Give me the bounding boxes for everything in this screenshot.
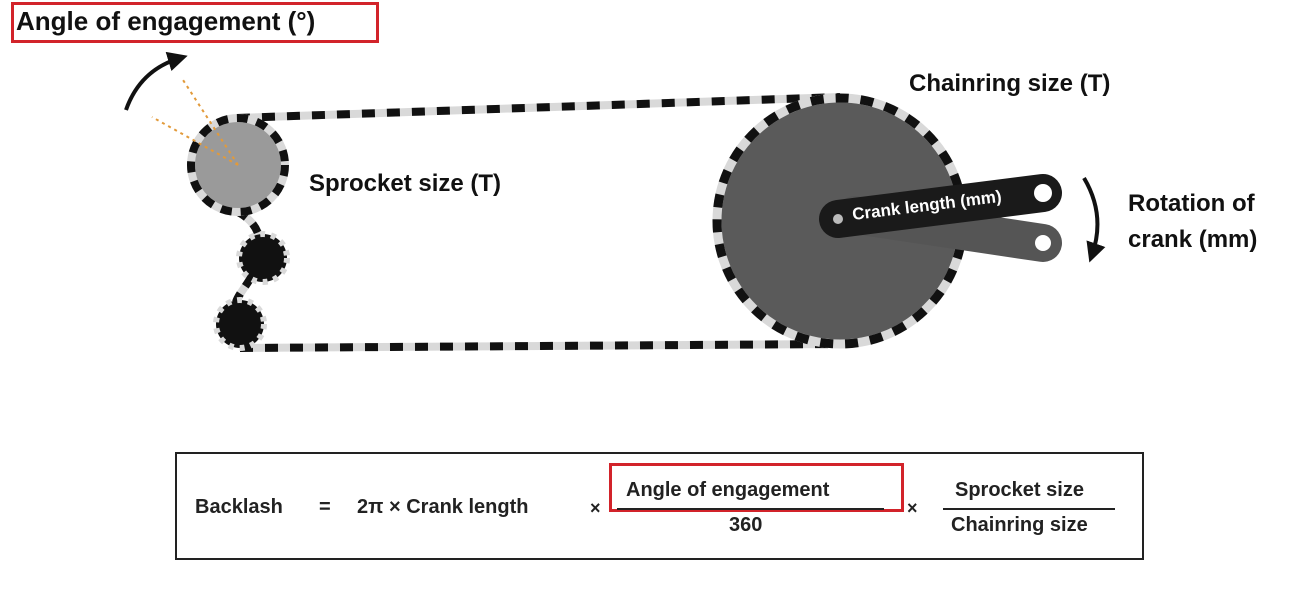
formula-times-1: × bbox=[590, 498, 601, 518]
formula-ratio-numerator: Sprocket size bbox=[955, 479, 1084, 501]
formula-ratio-denominator: Chainring size bbox=[951, 514, 1088, 536]
rotation-label-line1: Rotation of bbox=[1128, 190, 1255, 217]
chainring-size-label: Chainring size (T) bbox=[909, 70, 1111, 97]
formula-lhs: Backlash bbox=[195, 496, 283, 518]
sprocket-rotation-arrow bbox=[124, 51, 188, 111]
formula-angle-denominator: 360 bbox=[729, 514, 763, 536]
formula-times-2: × bbox=[907, 498, 918, 518]
lower-jockey-wheel bbox=[213, 297, 267, 351]
formula-fraction-bar-1 bbox=[617, 508, 884, 510]
rotation-label-line2: crank (mm) bbox=[1128, 226, 1258, 253]
upper-jockey-wheel bbox=[236, 231, 290, 285]
formula-term1: 2π × Crank length bbox=[357, 496, 529, 518]
chain-lower-run bbox=[239, 340, 841, 352]
formula-angle-numerator: Angle of engagement bbox=[626, 479, 830, 501]
angle-of-engagement-label: Angle of engagement (°) bbox=[16, 6, 316, 36]
formula-equals: = bbox=[319, 496, 331, 518]
engagement-angle-lines bbox=[151, 79, 239, 166]
rotation-of-crank-label: Rotation of crank (mm) bbox=[1128, 186, 1257, 258]
formula-fraction-bar-2 bbox=[943, 508, 1115, 510]
crank-arm-front bbox=[819, 174, 1062, 238]
chain-upper-run bbox=[236, 93, 841, 122]
crank-rotation-arrow bbox=[1082, 176, 1106, 263]
formula-angle-highlight-box bbox=[609, 463, 904, 512]
sprocket-size-label: Sprocket size (T) bbox=[309, 170, 502, 197]
angle-highlight-box bbox=[11, 2, 379, 43]
formula-box bbox=[175, 452, 1144, 560]
